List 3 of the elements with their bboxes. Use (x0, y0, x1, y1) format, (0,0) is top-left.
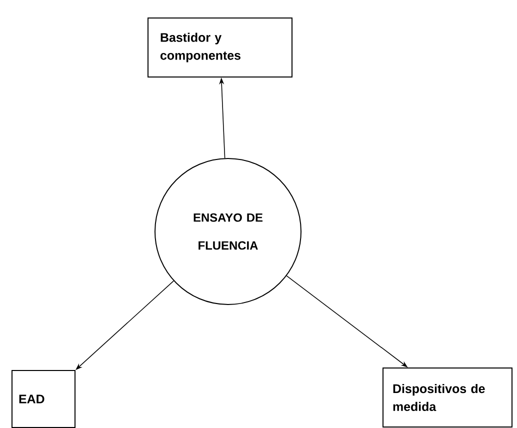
process-box: EAD (12, 370, 76, 428)
process-box: Bastidor y componentes (148, 18, 292, 78)
process-box: Dispositivos de medida (382, 368, 512, 428)
